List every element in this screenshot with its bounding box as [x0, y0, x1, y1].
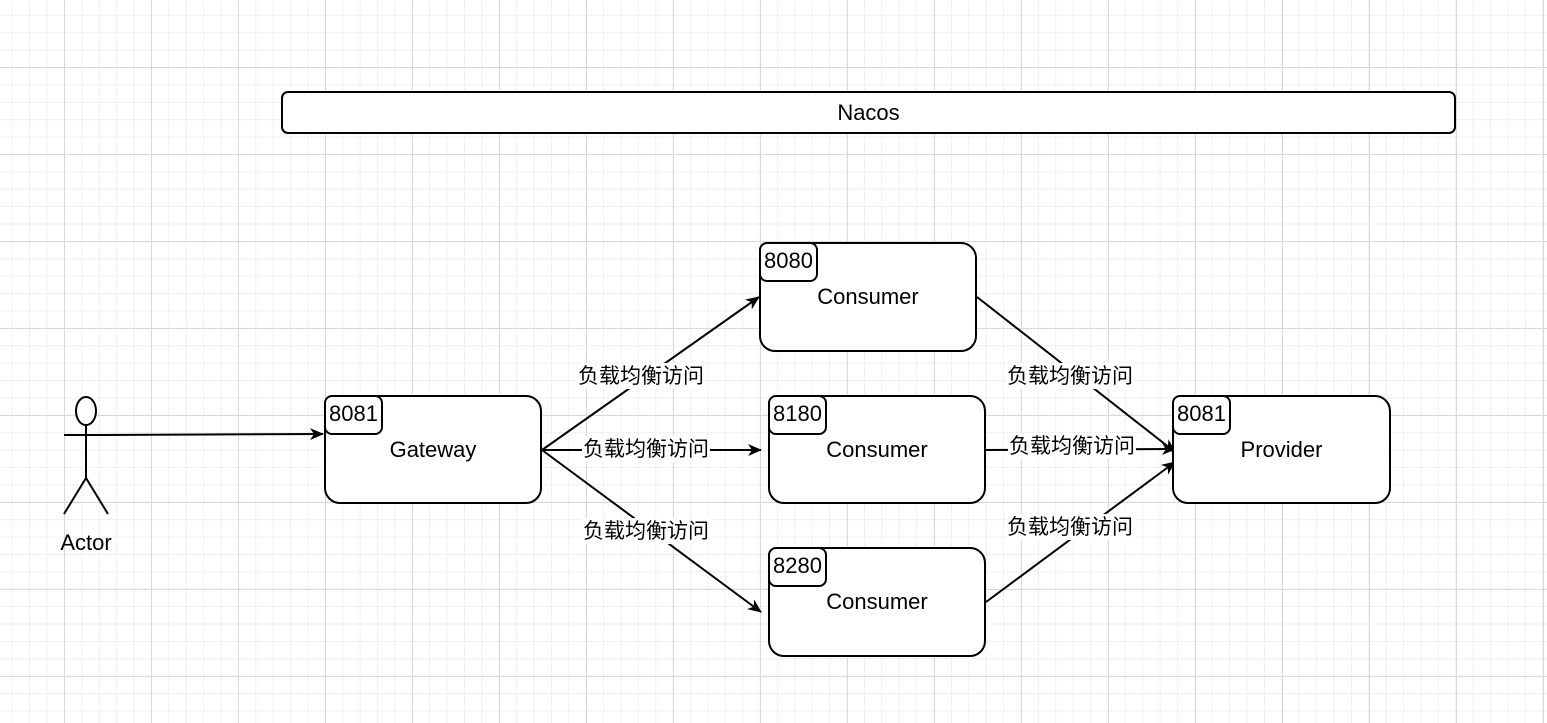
- edge-label-gateway-to-consumer-8080: 负载均衡访问: [577, 363, 705, 389]
- provider-node[interactable]: 8081 Provider: [1172, 395, 1391, 504]
- provider-label: Provider: [1240, 436, 1323, 462]
- edge-label-consumer-8080-to-provider: 负载均衡访问: [1006, 363, 1134, 389]
- consumer-8080-port-tag: 8080: [759, 242, 818, 282]
- actor-left-leg: [63, 477, 87, 515]
- actor-head: [75, 396, 97, 426]
- consumer-node-8080[interactable]: 8080 Consumer: [759, 242, 977, 352]
- consumer-8280-label: Consumer: [826, 589, 928, 614]
- edge-label-consumer-8280-to-provider: 负载均衡访问: [1006, 514, 1134, 540]
- edge-label-gateway-to-consumer-8280: 负载均衡访问: [582, 518, 710, 544]
- consumer-8080-label: Consumer: [817, 284, 919, 309]
- consumer-node-8280[interactable]: 8280 Consumer: [768, 547, 986, 657]
- consumer-node-8180[interactable]: 8180 Consumer: [768, 395, 986, 504]
- edge-label-gateway-to-consumer-8180: 负载均衡访问: [582, 436, 710, 462]
- provider-port-tag: 8081: [1172, 395, 1231, 435]
- actor-figure: [63, 396, 109, 515]
- consumer-8180-port-tag: 8180: [768, 395, 827, 435]
- actor-right-leg: [85, 477, 109, 515]
- consumer-8280-port-tag: 8280: [768, 547, 827, 587]
- nacos-label: Nacos: [837, 99, 900, 125]
- edge-actor-to-gateway: [96, 428, 324, 441]
- gateway-label: Gateway: [389, 436, 477, 462]
- gateway-node[interactable]: 8081 Gateway: [324, 395, 542, 504]
- actor-label: Actor: [60, 530, 112, 555]
- gateway-port-tag: 8081: [324, 395, 383, 435]
- consumer-8180-label: Consumer: [826, 436, 928, 462]
- edge-label-consumer-8180-to-provider: 负载均衡访问: [1008, 433, 1136, 459]
- nacos-registry-box[interactable]: Nacos: [281, 91, 1456, 134]
